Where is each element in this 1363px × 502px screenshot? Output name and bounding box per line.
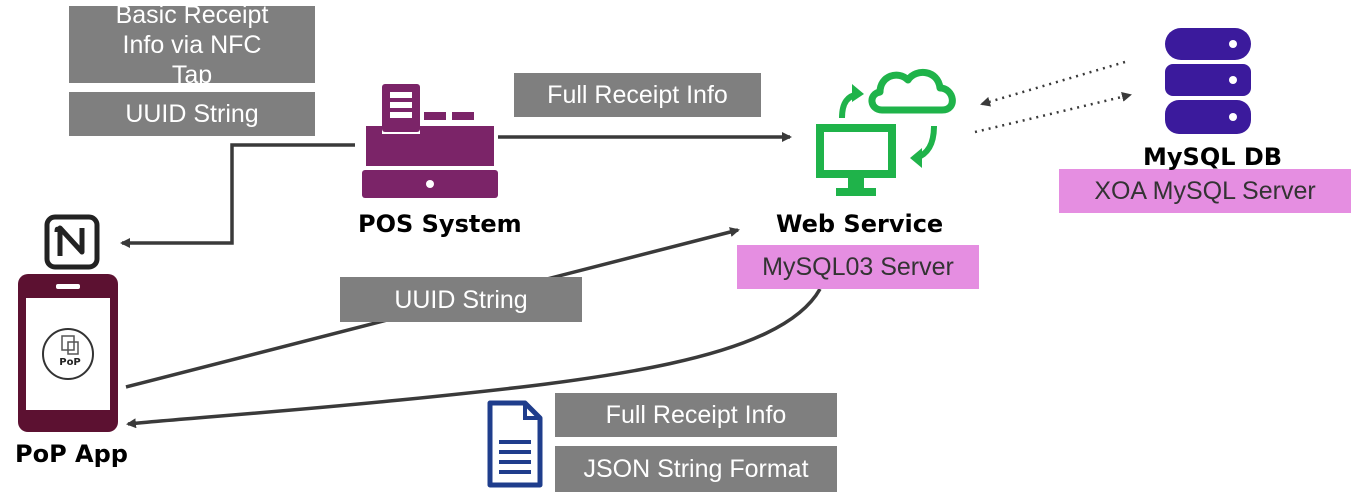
db-label: MySQL DB bbox=[1143, 143, 1283, 171]
tag-nfc-info: Basic Receipt Info via NFC Tap bbox=[69, 1, 315, 89]
tag-web-to-app-2: JSON String Format bbox=[555, 446, 837, 492]
web-to-app-arrow bbox=[126, 288, 822, 429]
pop-logo-text: PoP bbox=[59, 357, 81, 368]
document-icon bbox=[487, 400, 543, 488]
web-to-db-dotted bbox=[974, 91, 1132, 134]
nfc-icon bbox=[44, 214, 100, 270]
db-server-badge: XOA MySQL Server bbox=[1059, 169, 1351, 213]
tag-nfc-uuid: UUID String bbox=[69, 92, 315, 136]
pos-label: POS System bbox=[358, 210, 522, 238]
tag-app-to-web: UUID String bbox=[340, 277, 582, 322]
tag-pos-to-web: Full Receipt Info bbox=[514, 73, 761, 117]
cloud-computer-icon bbox=[816, 69, 956, 196]
pos-to-nfc-arrow bbox=[120, 143, 355, 248]
web-server-badge: MySQL03 Server bbox=[737, 245, 979, 289]
app-label: PoP App bbox=[15, 440, 128, 468]
smartphone-icon bbox=[18, 274, 118, 432]
tag-web-to-app-1: Full Receipt Info bbox=[555, 393, 837, 437]
web-label: Web Service bbox=[776, 210, 944, 238]
cash-register-icon bbox=[362, 84, 498, 198]
database-icon bbox=[1165, 28, 1251, 134]
db-to-web-dotted bbox=[980, 60, 1126, 107]
